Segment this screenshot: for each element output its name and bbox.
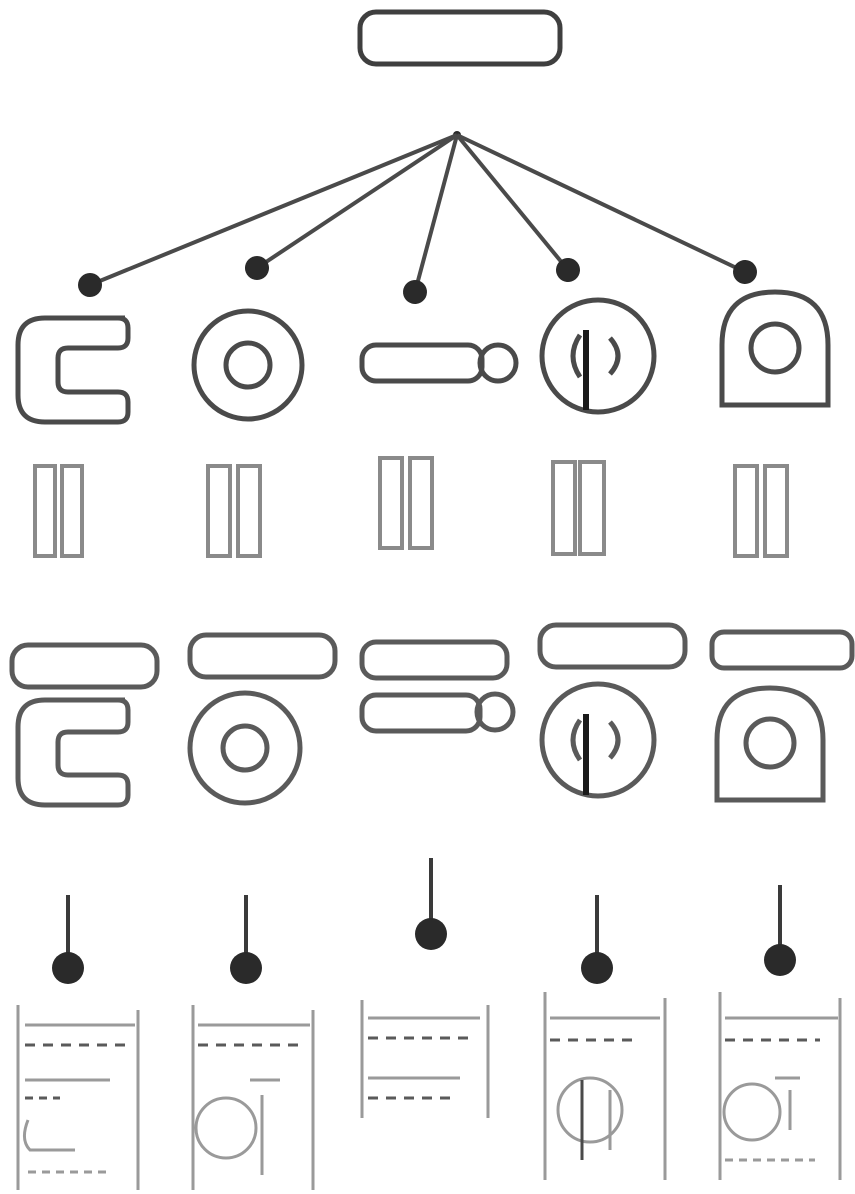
branch-arrow-2 (245, 133, 459, 280)
bar-pair-2-left (206, 464, 232, 558)
composed-1-bar (9, 642, 160, 690)
result-panel-2 (191, 1005, 315, 1190)
bar-pair-5-left (733, 464, 759, 558)
result-panels-row (16, 992, 842, 1190)
down-arrows-row (52, 858, 796, 984)
dome-shape (719, 289, 831, 408)
outer-circle-shape (191, 308, 305, 422)
composed-5-dome (714, 685, 826, 803)
composed-4-right-half (608, 720, 621, 760)
dome-inner-circle (748, 321, 802, 375)
bar-pair-4-left (551, 460, 577, 556)
composed-3-circle (474, 691, 516, 733)
split-right-half (608, 336, 621, 376)
result-panel-5 (718, 992, 842, 1180)
bar-pair-3-left (378, 456, 404, 550)
split-circle-shape (539, 297, 657, 415)
branch-arrows (78, 133, 757, 304)
result-panel-3 (360, 1000, 490, 1118)
result-panel-1 (16, 1005, 140, 1190)
branch-arrow-1 (78, 133, 458, 297)
small-circle-shape (477, 342, 519, 384)
composed-shapes-row (9, 622, 855, 808)
paired-bars-row (33, 456, 789, 558)
s-curve-shape (15, 315, 131, 425)
composed-3-lower-bar (359, 692, 483, 734)
root-shape (357, 9, 563, 67)
composed-5-bar (709, 629, 855, 671)
composed-3-bar (359, 639, 510, 681)
inner-circle-shape (223, 340, 273, 390)
bar-shape (359, 342, 485, 384)
bar-pair-2-right (236, 464, 262, 558)
primitive-shapes-row (15, 289, 831, 425)
composed-4-left-half (570, 718, 583, 762)
composed-1-shape (15, 697, 131, 808)
bar-pair-3-right (408, 456, 434, 550)
composed-5-inner (743, 716, 797, 770)
composed-2-bar (187, 632, 338, 680)
branch-arrow-4 (455, 133, 580, 282)
composed-4-circle (539, 681, 657, 799)
composed-2-inner (220, 723, 270, 773)
composed-2-outer (187, 690, 303, 806)
result-panel-4 (543, 992, 667, 1180)
bar-pair-1-right (60, 464, 84, 558)
branch-arrow-5 (456, 133, 757, 284)
split-left-half (570, 333, 583, 379)
branch-arrow-3 (403, 134, 459, 304)
composed-4-bar (537, 622, 688, 670)
bar-pair-5-right (763, 464, 789, 558)
bar-pair-4-right (578, 460, 606, 556)
bar-pair-1-left (33, 464, 57, 558)
